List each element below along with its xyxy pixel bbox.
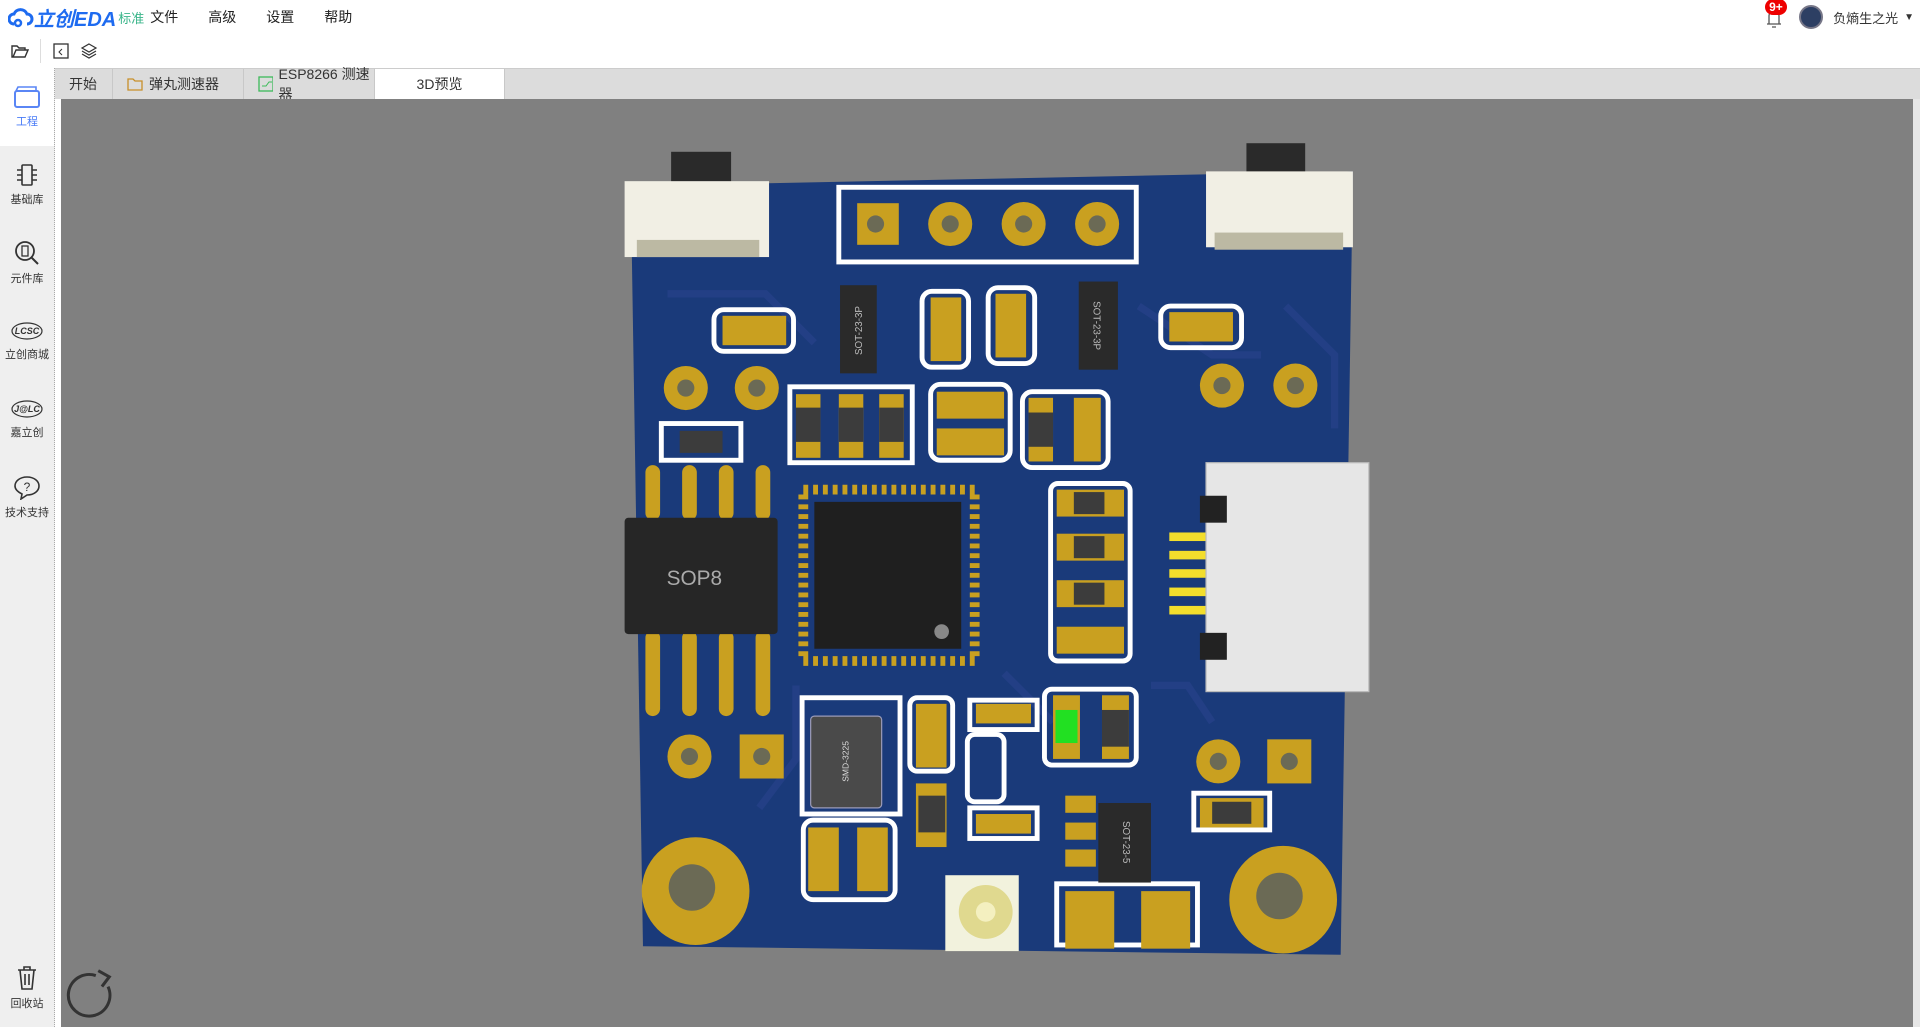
right-panel-strip[interactable]	[1913, 99, 1920, 1027]
image-export-icon	[53, 43, 69, 59]
menu-file[interactable]: 文件	[150, 9, 179, 25]
folder-open-icon	[11, 45, 29, 58]
sidebar-item-component-library[interactable]: 元件库	[0, 224, 54, 302]
menu-advanced[interactable]: 高级	[208, 9, 237, 25]
tab-label: 3D预览	[416, 76, 463, 92]
menu-settings[interactable]: 设置	[266, 9, 295, 25]
open-button[interactable]	[6, 37, 34, 65]
layers-icon	[80, 43, 98, 59]
tab-start[interactable]: 开始	[55, 69, 113, 99]
sidebar: 工程 基础库 元件库 LCSC 立创商城 J@LC 嘉立创 ? 技术支持 回收站	[0, 68, 55, 1027]
edition-label: 标准	[118, 10, 145, 26]
svg-text:?: ?	[24, 480, 31, 494]
sidebar-item-project[interactable]: 工程	[0, 68, 54, 146]
notifications-button[interactable]: 9+	[1763, 0, 1787, 29]
folder-icon	[14, 86, 40, 108]
3d-viewport[interactable]	[61, 99, 1913, 1027]
menu-help[interactable]: 帮助	[324, 9, 353, 25]
trash-icon	[18, 966, 36, 990]
tab-3d-preview[interactable]: 3D预览	[375, 69, 505, 99]
sidebar-label: 立创商城	[5, 349, 49, 361]
sidebar-label: 基础库	[10, 194, 44, 206]
tab-project[interactable]: 弹丸测速器	[113, 69, 244, 99]
layers-button[interactable]	[75, 37, 103, 65]
search-chip-icon	[15, 241, 39, 265]
sidebar-item-basic-library[interactable]: 基础库	[0, 146, 54, 224]
app-name: 立创EDA	[34, 8, 117, 31]
avatar[interactable]	[1799, 5, 1824, 29]
chip-icon	[17, 164, 37, 186]
notification-badge: 9+	[1765, 0, 1787, 15]
svg-text:J@LC: J@LC	[14, 404, 40, 414]
export-button[interactable]	[47, 37, 75, 65]
sidebar-item-recycle-bin[interactable]: 回收站	[0, 949, 54, 1027]
toolbar-divider	[40, 39, 41, 63]
tab-label: 弹丸测速器	[149, 76, 219, 92]
sidebar-item-jlc[interactable]: J@LC 嘉立创	[0, 380, 54, 458]
sidebar-label: 嘉立创	[10, 427, 44, 439]
folder-icon	[127, 78, 143, 91]
cloud-logo-icon	[8, 8, 34, 28]
toolbar	[0, 34, 1920, 68]
tab-label: ESP8266 测速器	[278, 66, 370, 102]
sidebar-label: 回收站	[10, 998, 44, 1010]
svg-text:LCSC: LCSC	[15, 326, 40, 336]
tab-label: 开始	[69, 76, 97, 92]
lcsc-logo-icon: LCSC	[11, 322, 43, 340]
tab-pcb[interactable]: ESP8266 测速器	[244, 66, 375, 102]
refresh-icon[interactable]	[66, 969, 112, 1018]
tab-bar: 开始 弹丸测速器 ESP8266 测速器 3D预览	[55, 66, 1920, 102]
menu-bar: 立创EDA 标准 文件 高级 设置 帮助 9+ 负熵生之光 ▼	[0, 0, 1920, 34]
help-bubble-icon: ?	[14, 476, 40, 500]
sidebar-label: 技术支持	[5, 507, 49, 519]
sidebar-label: 元件库	[10, 273, 44, 285]
pcb-icon	[258, 76, 273, 92]
sidebar-label: 工程	[16, 116, 38, 128]
chevron-down-icon[interactable]: ▼	[1904, 11, 1914, 23]
sidebar-item-lcsc-mall[interactable]: LCSC 立创商城	[0, 302, 54, 380]
app-logo[interactable]: 立创EDA 标准	[8, 3, 144, 32]
sidebar-item-support[interactable]: ? 技术支持	[0, 458, 54, 536]
user-name[interactable]: 负熵生之光	[1833, 10, 1899, 26]
jlc-logo-icon: J@LC	[11, 400, 43, 418]
